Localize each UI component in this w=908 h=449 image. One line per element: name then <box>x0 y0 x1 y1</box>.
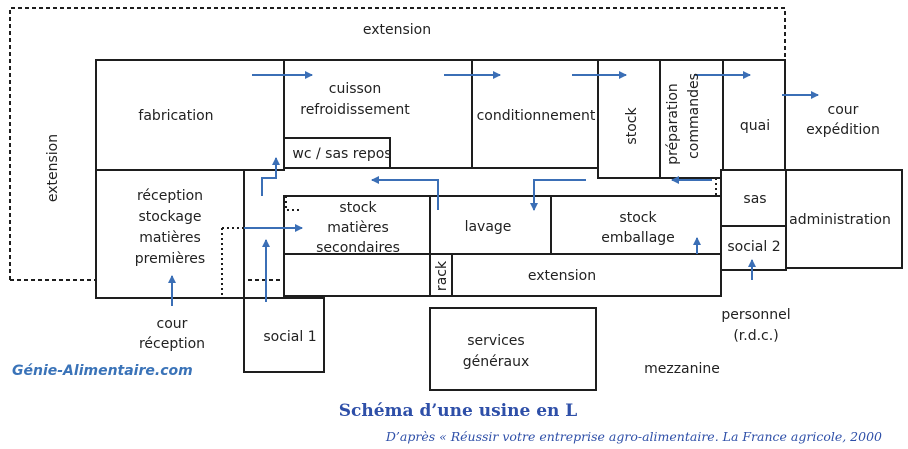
rack-room <box>429 253 453 297</box>
services-label-2: généraux <box>463 354 529 370</box>
extension-outline <box>9 7 786 280</box>
extension-top-label: extension <box>363 22 431 38</box>
stock-ms-label-2: matières <box>327 220 389 236</box>
fabrication-label: fabrication <box>138 108 213 124</box>
administration-label: administration <box>789 212 891 228</box>
personnel-label-1: personnel <box>721 307 790 323</box>
dotted-partition-left <box>221 227 244 298</box>
rack-label: rack <box>434 260 450 291</box>
stock-room <box>597 59 661 179</box>
stock-emballage-label-2: emballage <box>601 230 675 246</box>
stock-label: stock <box>624 107 640 145</box>
wc-room <box>283 137 391 169</box>
social2-room <box>720 225 787 271</box>
personnel-label-2: (r.d.c.) <box>733 328 778 344</box>
sas-label: sas <box>743 191 766 207</box>
social1-label: social 1 <box>263 329 316 345</box>
cour-expedition-label-2: expédition <box>806 122 880 138</box>
services-label-1: services <box>467 333 524 349</box>
preparation-label-1: préparation <box>665 83 681 165</box>
preparation-label-2: commandes <box>686 73 702 159</box>
extension-left-label: extension <box>45 134 61 202</box>
social2-label: social 2 <box>727 239 780 255</box>
source-credit: D’après « Réussir votre entreprise agro-… <box>385 429 882 444</box>
social1-room <box>243 297 325 373</box>
administration-room <box>785 169 903 269</box>
quai-room <box>722 59 786 171</box>
reception-label-2: stockage <box>139 209 202 225</box>
preparation-room <box>659 59 724 179</box>
mezzanine-label: mezzanine <box>644 361 720 377</box>
cour-reception-label-2: réception <box>139 336 205 352</box>
conditionnement-label: conditionnement <box>477 108 596 124</box>
cuisson-label-2: refroidissement <box>300 102 410 118</box>
sas-room <box>720 169 787 227</box>
cour-reception-label-1: cour <box>157 316 188 332</box>
reception-label-1: réception <box>137 188 203 204</box>
flow-arrows <box>168 71 819 306</box>
watermark: Génie-Alimentaire.com <box>12 363 193 379</box>
wc-label: wc / sas repos <box>292 146 391 162</box>
services-room <box>429 307 597 391</box>
extension-mid-room <box>283 253 722 297</box>
extension-mid-label: extension <box>528 268 596 284</box>
stock-ms-room <box>283 195 431 255</box>
cour-expedition-label-1: cour <box>828 102 859 118</box>
lavage-label: lavage <box>465 219 512 235</box>
stock-emballage-label-1: stock <box>619 210 657 226</box>
stock-ms-label-1: stock <box>339 200 377 216</box>
stock-ms-label-3: secondaires <box>316 240 400 256</box>
quai-label: quai <box>740 118 770 134</box>
cuisson-label-1: cuisson <box>329 81 382 97</box>
diagram-caption: Schéma d’une usine en L <box>339 401 578 421</box>
reception-label-3: matières <box>139 230 201 246</box>
reception-label-4: premières <box>135 251 205 267</box>
